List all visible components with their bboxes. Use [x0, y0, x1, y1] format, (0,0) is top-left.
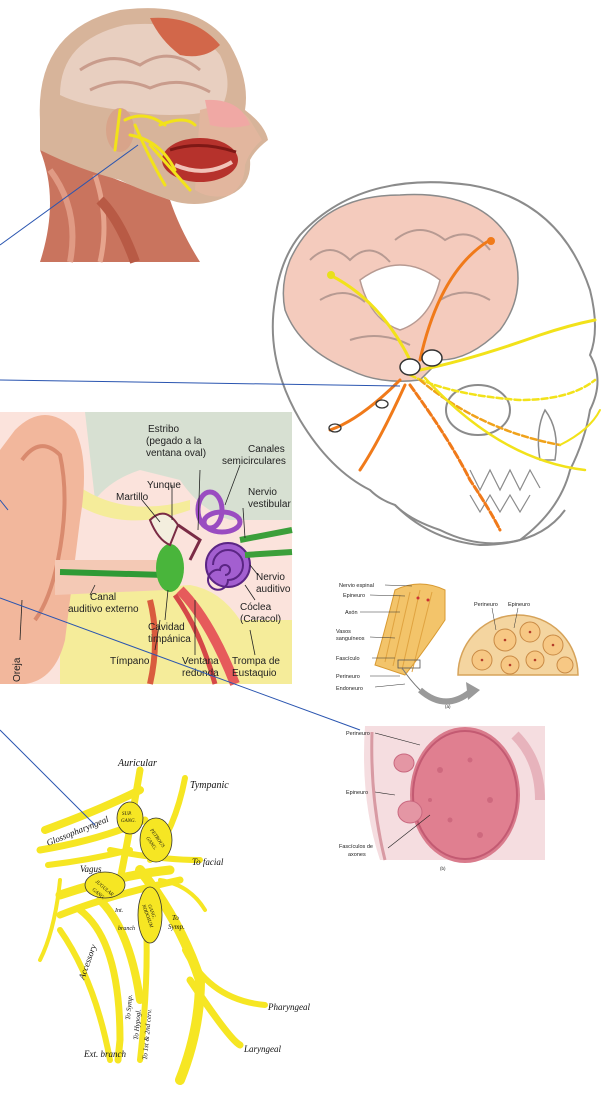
gray-label-to-symp-vertical: To Symp.	[124, 994, 134, 1020]
gray-label-int: Int.	[114, 908, 123, 914]
gray-label-to-facial: To facial	[192, 857, 224, 867]
ear-label-trompa: Trompa de	[232, 656, 280, 667]
gray-label-to-symp: To	[172, 914, 179, 922]
histo-label-fasciculos-2: axones	[348, 852, 366, 858]
section-label-fasciculo: Fascículo	[336, 656, 360, 662]
gray-vagus-glossopharyngeal-diagram: Auricular Tympanic Glossopharyngeal SUP.…	[40, 758, 310, 1080]
nerve-histology-micrograph: Perineuro Epineuro Fascículos de axones …	[339, 726, 545, 871]
ear-label-trompa-2: Eustaquio	[232, 668, 277, 679]
ear-label-coclea-2: (Caracol)	[240, 614, 281, 625]
ear-label-cavidad-2: timpánica	[148, 634, 191, 645]
histo-label-fasciculos: Fascículos de	[339, 844, 373, 850]
ear-label-coclea: Cóclea	[240, 602, 272, 613]
histo-caption-b: (b)	[440, 866, 446, 871]
skull-brain-illustration	[273, 182, 600, 545]
head-anatomy-illustration	[30, 0, 285, 262]
gray-label-branch: branch	[118, 926, 135, 932]
ear-label-cavidad: Cavidad	[148, 622, 185, 633]
ear-label-yunque: Yunque	[147, 480, 181, 491]
ear-label-estribo-3: ventana oval)	[146, 448, 206, 459]
ear-label-estribo-2: (pegado a la	[146, 436, 202, 447]
ear-label-estribo: Estribo	[148, 424, 180, 435]
ear-label-canales: Canales	[248, 444, 285, 455]
ear-label-nervio-auditivo: Nervio	[256, 572, 285, 583]
ear-label-canales-2: semicirculares	[222, 456, 286, 467]
gray-label-tympanic: Tympanic	[190, 780, 229, 791]
section-label-vasos: Vasos	[336, 629, 351, 635]
histo-label-epineuro: Epineuro	[346, 790, 368, 796]
ear-label-nervio-auditivo-2: auditivo	[256, 584, 291, 595]
ear-label-ventana: Ventana	[182, 656, 219, 667]
gray-label-auricular: Auricular	[117, 758, 157, 769]
nerve-section-diagram: Nervio espinal Epineuro Axón Vasos sangu…	[336, 583, 578, 709]
gray-label-to-symp-2: Symp.	[168, 923, 185, 931]
section-label-epineuro: Epineuro	[343, 593, 365, 599]
gray-label-sup-gang: SUP.	[122, 812, 132, 817]
ear-label-timpano: Tímpano	[110, 656, 150, 667]
gray-label-vagus: Vagus	[80, 864, 102, 874]
ear-label-ventana-2: redonda	[182, 668, 219, 679]
gray-label-pharyngeal: Pharyngeal	[267, 1002, 310, 1012]
section-label-perineuro-right: Perineuro	[474, 602, 498, 608]
section-label-endoneuro: Endoneuro	[336, 686, 363, 692]
pointer-line-gray	[0, 730, 95, 825]
ear-label-martillo: Martillo	[116, 492, 149, 503]
ear-label-nervio-vestibular: Nervio	[248, 487, 277, 498]
ear-label-canal-2: auditivo externo	[68, 604, 139, 615]
section-caption-a: (a)	[445, 704, 451, 709]
gray-label-laryngeal: Laryngeal	[243, 1044, 281, 1054]
histo-label-perineuro: Perineuro	[346, 731, 370, 737]
ear-label-nervio-vestibular-2: vestibular	[248, 499, 291, 510]
section-label-perineuro: Perineuro	[336, 674, 360, 680]
section-label-axon: Axón	[345, 610, 358, 616]
gray-label-ext-branch: Ext. branch	[83, 1049, 126, 1059]
ear-label-canal: Canal	[90, 592, 116, 603]
gray-label-sup-gang-2: GANG.	[121, 819, 136, 824]
ear-label-oreja: Oreja	[12, 657, 23, 682]
section-label-nervio-espinal: Nervio espinal	[339, 583, 374, 589]
section-label-epineuro-right: Epineuro	[508, 602, 530, 608]
section-label-vasos-2: sanguíneos	[336, 636, 365, 642]
ear-anatomy-diagram: Estribo (pegado a la ventana oval) Canal…	[0, 412, 292, 684]
